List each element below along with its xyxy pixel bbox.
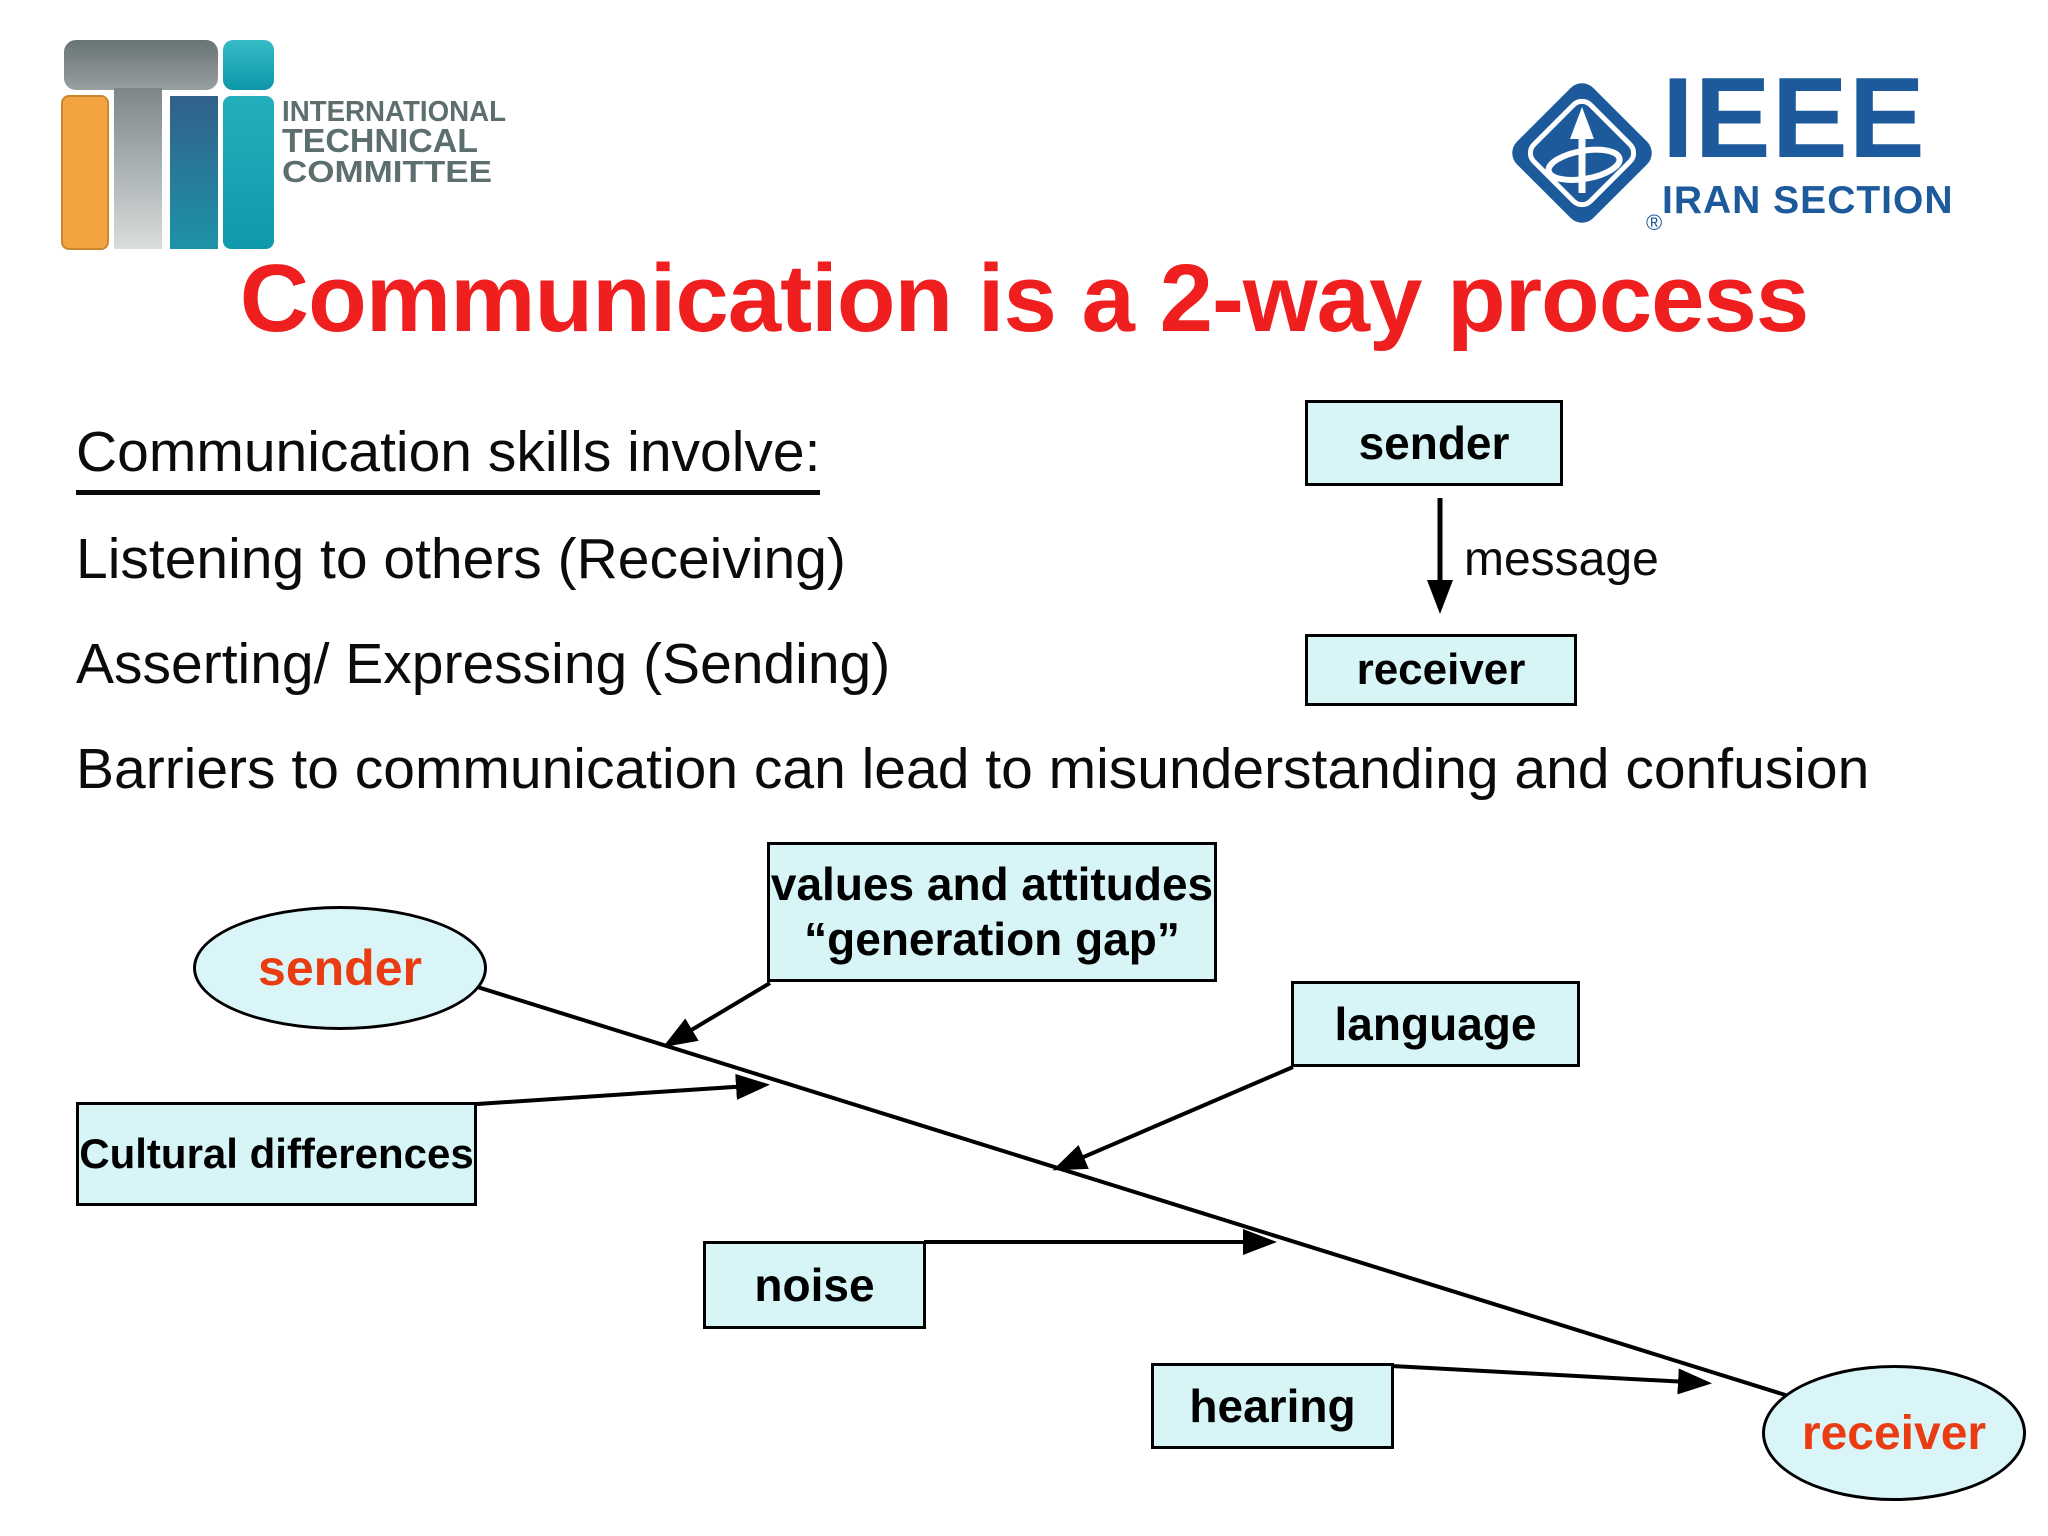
ieee-logo: ® IEEE IRAN SECTION — [1500, 55, 2048, 240]
receiver-ellipse-label: receiver — [1801, 1406, 1987, 1460]
hearing-box: hearing — [1151, 1363, 1394, 1449]
sender-ellipse-label: sender — [258, 940, 422, 996]
body-line-asserting: Asserting/ Expressing (Sending) — [76, 632, 891, 696]
values-attitudes-line2: “generation gap” — [804, 913, 1180, 965]
mini-receiver-box: receiver — [1305, 634, 1577, 706]
itc-text-line3: COMMITTEE — [282, 154, 492, 189]
itc-tstem-shape — [114, 88, 162, 249]
values-arrow — [662, 981, 772, 1048]
values-attitudes-line1: values and attitudes — [770, 857, 1214, 910]
main-communication-line — [454, 978, 1796, 1400]
itc-logo: INTERNATIONAL TECHNICAL COMMITTEE — [61, 40, 506, 250]
language-arrow — [1052, 1065, 1294, 1171]
ieee-name: IEEE — [1662, 55, 1926, 182]
body-line-listening: Listening to others (Receiving) — [76, 527, 846, 591]
ieee-registered-mark: ® — [1646, 210, 1662, 235]
ieee-diamond-icon: ® — [1512, 83, 1662, 235]
hearing-arrow — [1391, 1364, 1712, 1395]
cultural-differences-box: Cultural differences — [76, 1102, 477, 1206]
noise-box: noise — [703, 1241, 926, 1329]
sender-ellipse: sender — [193, 906, 487, 1030]
body-line-barriers: Barriers to communication can lead to mi… — [76, 737, 1870, 801]
body-heading: Communication skills involve: — [76, 424, 821, 495]
itc-orange-bar-shape — [61, 95, 109, 250]
itc-blue-bar-shape — [170, 96, 218, 249]
itc-teal-top-shape — [223, 40, 274, 90]
body-heading-text: Communication skills involve: — [76, 424, 821, 495]
itc-teal-bar-shape — [223, 96, 274, 249]
message-label: message — [1464, 533, 1659, 586]
language-box: language — [1291, 981, 1580, 1067]
cultural-arrow — [476, 1073, 770, 1106]
ieee-subtitle: IRAN SECTION — [1662, 179, 1954, 223]
itc-text-line1: INTERNATIONAL — [282, 96, 506, 128]
receiver-ellipse: receiver — [1762, 1365, 2026, 1501]
ieee-logo-text: IEEE IRAN SECTION — [1662, 55, 2042, 223]
itc-text-line2: TECHNICAL — [282, 122, 478, 159]
slide-title: Communication is a 2-way process — [239, 245, 1810, 352]
itc-tbar-shape — [64, 40, 218, 90]
mini-sender-box: sender — [1305, 400, 1563, 486]
values-attitudes-box: values and attitudes “generation gap” — [767, 842, 1217, 982]
